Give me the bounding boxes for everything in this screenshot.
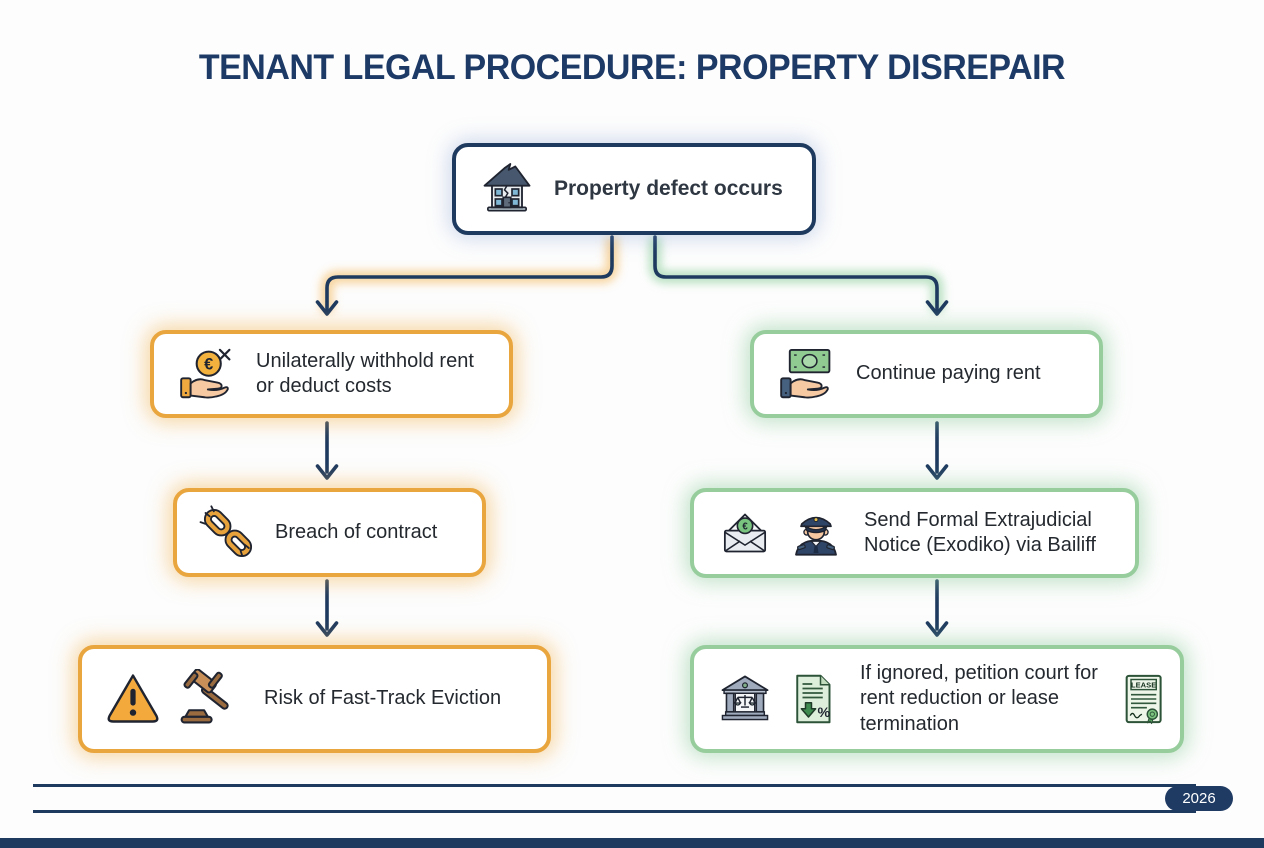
node-label: Continue paying rent (856, 362, 1041, 385)
node-label: Property defect occurs (554, 176, 783, 200)
node-withhold-rent: € Unilaterally withhold rent or deduct c… (150, 330, 513, 418)
node-label: Breach of contract (275, 520, 438, 543)
year-badge: 2026 (1165, 786, 1233, 811)
node-label: Risk of Fast-Track Eviction (264, 687, 502, 710)
money-hand-icon (774, 343, 840, 405)
node-property-defect: Property defect occurs (452, 143, 816, 235)
node-exodiko-notice: € Send Formal Extrajudicial Notice (Exod… (690, 488, 1139, 578)
damaged-house-icon (476, 159, 538, 219)
euro-coin-hand-icon: € (174, 343, 240, 405)
node-continue-paying: Continue paying rent (750, 330, 1103, 418)
node-breach-of-contract: Breach of contract (173, 488, 486, 577)
lease-document-icon: LEASE (1118, 667, 1170, 731)
node-fast-track-eviction: Risk of Fast-Track Eviction (78, 645, 551, 753)
broken-chain-icon (197, 503, 259, 563)
lease-glyph: LEASE (1131, 680, 1156, 689)
courthouse-icon (714, 670, 776, 728)
footer-divider-bottom (33, 810, 1196, 813)
page-title: TENANT LEGAL PROCEDURE: PROPERTY DISREPA… (198, 48, 1066, 87)
rent-reduction-document-icon: % (786, 668, 840, 730)
gavel-icon (174, 669, 238, 729)
warning-triangle-icon (102, 669, 164, 729)
percent-glyph: % (818, 705, 831, 721)
node-petition-court: % If ignored, petition court for rent re… (690, 645, 1184, 753)
node-label: Unilaterally withhold rent or deduct cos… (256, 349, 474, 397)
bottom-bar (0, 838, 1264, 848)
footer-divider-top (33, 784, 1196, 787)
euro-seal-glyph: € (742, 521, 748, 532)
node-label: Send Formal Extrajudicial Notice (Exodik… (864, 508, 1096, 556)
euro-glyph: € (204, 356, 213, 374)
node-label: If ignored, petition court for rent redu… (860, 662, 1098, 735)
bailiff-icon (786, 503, 846, 563)
year-label: 2026 (1182, 790, 1216, 807)
envelope-euro-icon: € (714, 504, 776, 562)
